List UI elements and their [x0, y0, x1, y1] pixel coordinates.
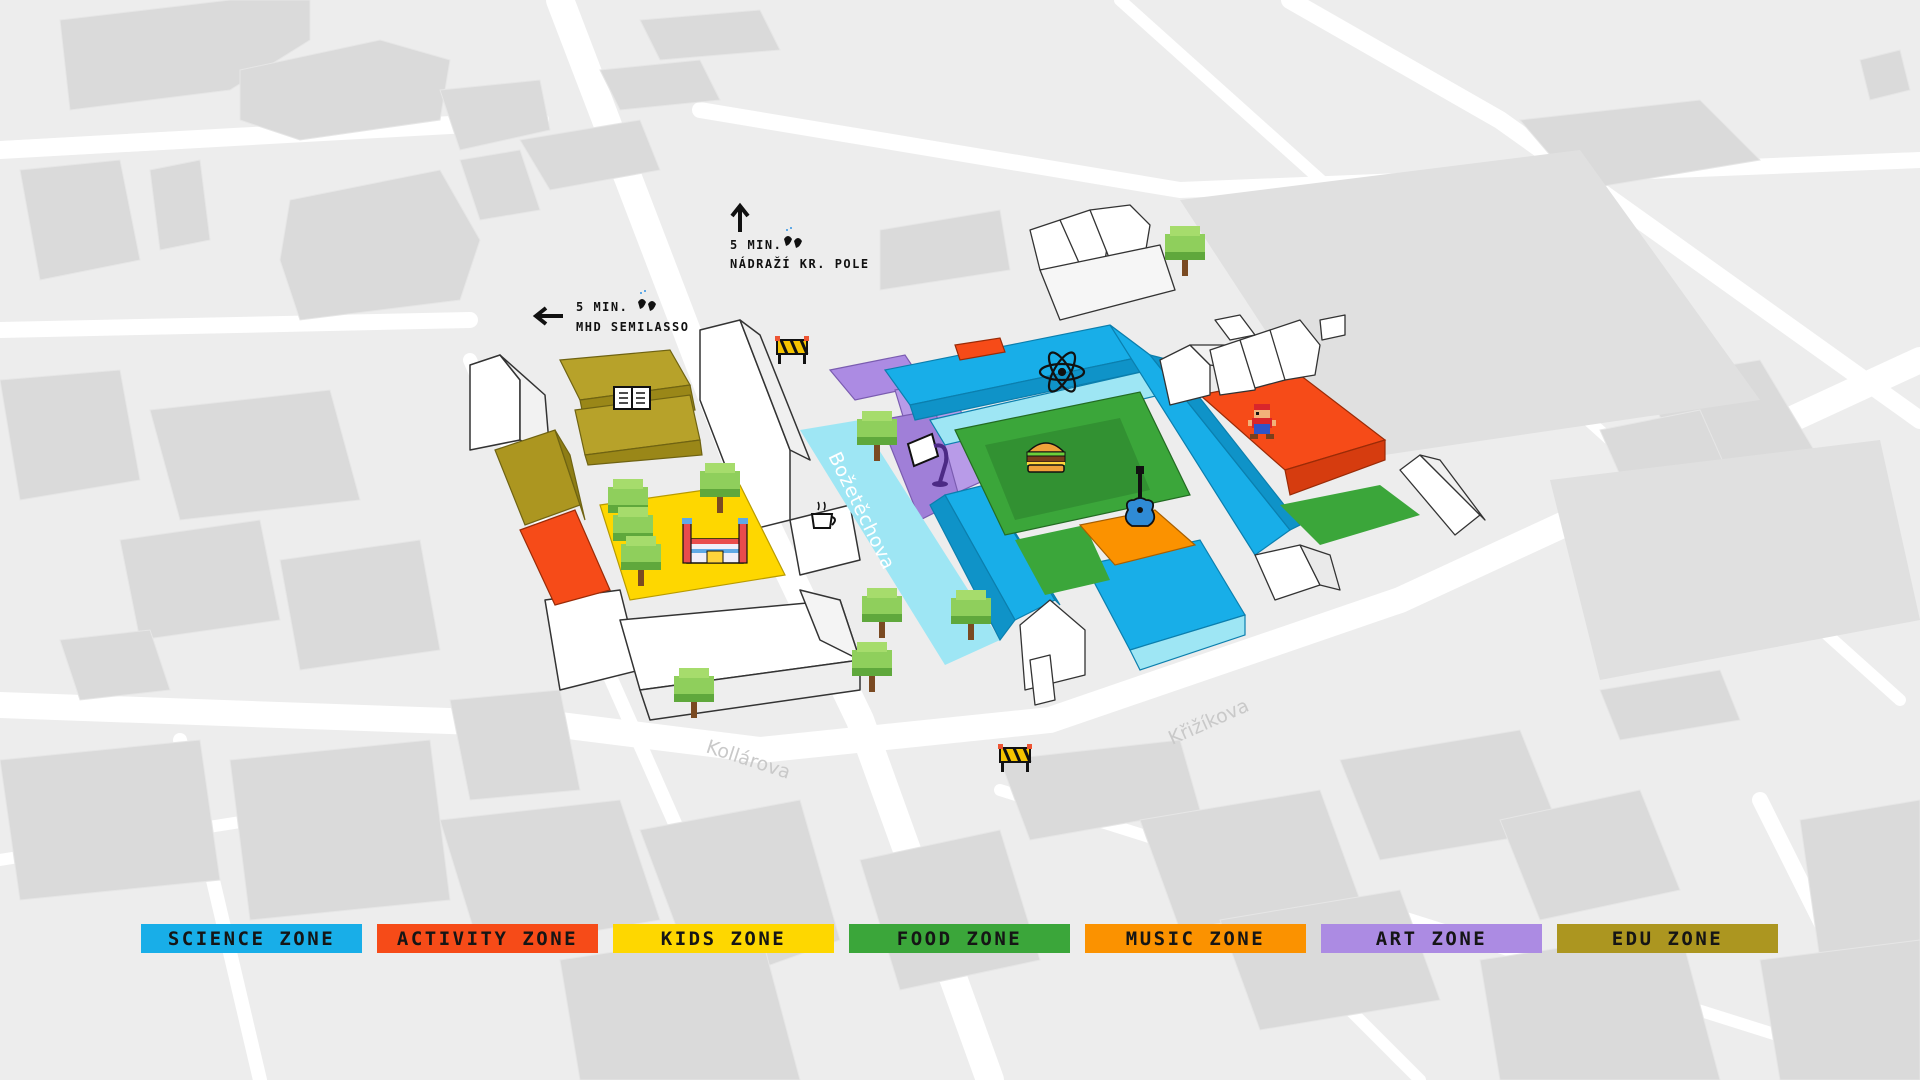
direction-west-destination: MHD SEMILASSO: [576, 320, 689, 334]
direction-west: 5 MIN. MHD SEMILASSO: [532, 290, 689, 334]
legend-kids-zone: KIDS ZONE: [613, 924, 834, 953]
legend-food-zone: FOOD ZONE: [849, 924, 1070, 953]
up-arrow-icon: [730, 202, 750, 232]
coffee-cup-icon: [810, 501, 836, 529]
pixel-character-icon: [1248, 404, 1276, 439]
right-side-houses: [1019, 204, 1486, 706]
legend-art-zone: ART ZONE: [1321, 924, 1542, 953]
legend-edu-zone: EDU ZONE: [1557, 924, 1778, 953]
ground-patches: [1180, 150, 1920, 680]
legend-music-zone: MUSIC ZONE: [1085, 924, 1306, 953]
atom-icon: [1038, 351, 1086, 393]
guitar-icon: [1124, 466, 1156, 527]
paint-bucket-icon: [906, 432, 949, 487]
bozetechova-street-area: [800, 420, 1000, 665]
left-campus-buildings: [469, 319, 861, 721]
book-icon: [613, 386, 651, 410]
direction-north-destination: NÁDRAŽÍ KR. POLE: [730, 256, 870, 271]
direction-north-time: 5 MIN.: [730, 238, 782, 252]
left-arrow-icon: [532, 306, 563, 326]
walking-feet-icon: [638, 290, 656, 311]
direction-north: 5 MIN. NÁDRAŽÍ KR. POLE: [730, 202, 870, 271]
legend-activity-zone: ACTIVITY ZONE: [377, 924, 598, 953]
activity-zone-area-right: [1198, 374, 1387, 496]
walking-feet-icon: [784, 227, 802, 248]
burger-icon: [1026, 442, 1066, 473]
food-zone-area: [954, 391, 1420, 595]
bouncy-castle-icon: [682, 518, 748, 564]
zone-legend: SCIENCE ZONE ACTIVITY ZONE KIDS ZONE FOO…: [141, 924, 1778, 953]
legend-science-zone: SCIENCE ZONE: [141, 924, 362, 953]
direction-west-time: 5 MIN.: [576, 300, 628, 314]
activity-zone-area-left: [519, 509, 611, 606]
